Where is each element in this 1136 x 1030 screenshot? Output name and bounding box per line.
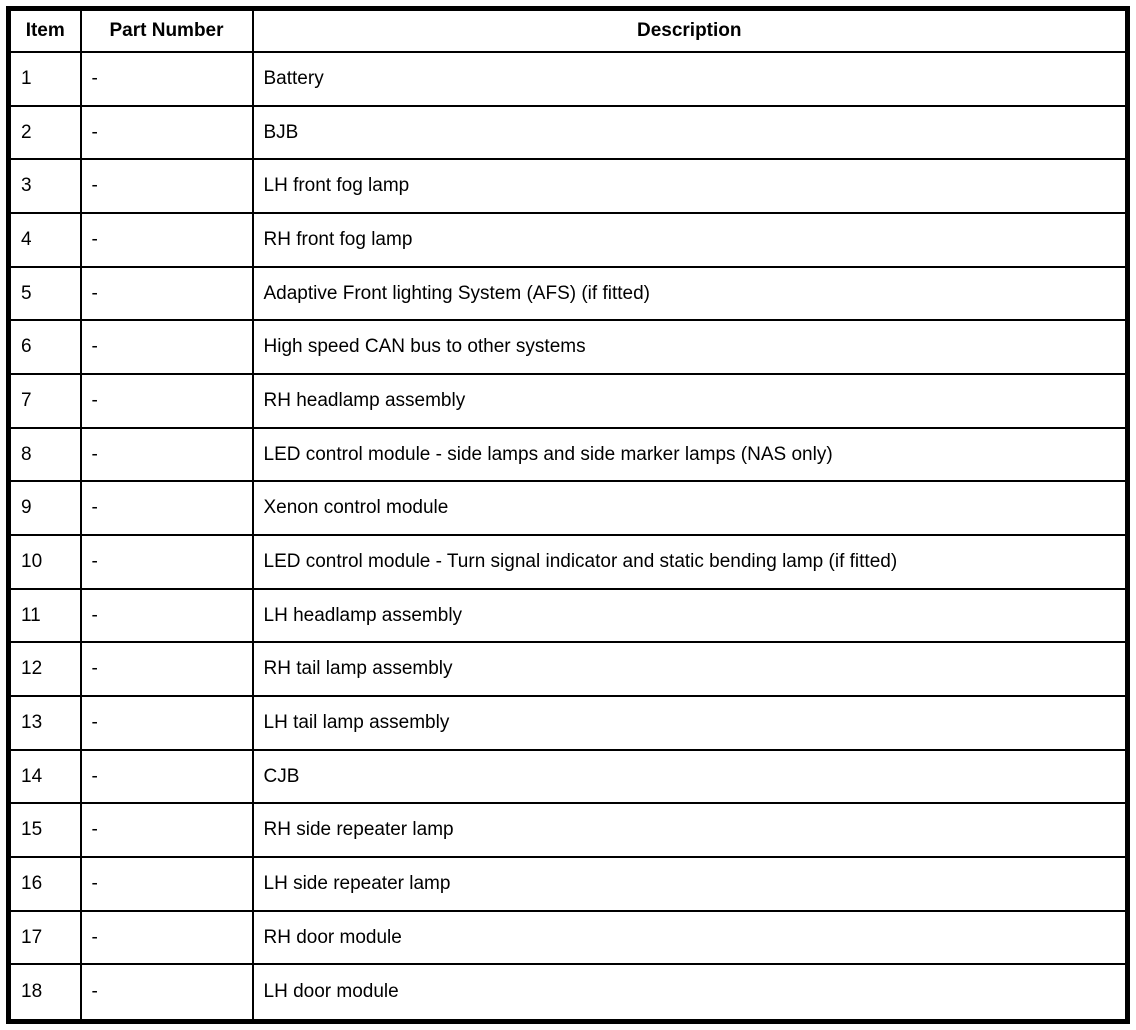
description-cell: Battery — [251, 51, 1129, 107]
item-cell: 5 — [7, 265, 82, 322]
table-row: 8 - LED control module - side lamps and … — [7, 426, 1129, 483]
column-header-description: Description — [251, 7, 1129, 53]
description-cell: RH door module — [251, 909, 1129, 966]
parts-table: Item Part Number Description 1 - Battery… — [6, 6, 1130, 1024]
description-cell: Xenon control module — [251, 480, 1129, 537]
description-cell: LH tail lamp assembly — [251, 695, 1129, 751]
description-cell: LED control module - side lamps and side… — [251, 426, 1129, 483]
item-cell: 3 — [7, 158, 82, 215]
table-row: 16 - LH side repeater lamp — [7, 856, 1129, 912]
description-cell: RH side repeater lamp — [251, 802, 1129, 859]
item-cell: 14 — [7, 748, 82, 805]
description-cell: RH tail lamp assembly — [251, 641, 1129, 698]
table-row: 10 - LED control module - Turn signal in… — [7, 534, 1129, 590]
description-cell: High speed CAN bus to other systems — [251, 319, 1129, 376]
part-number-cell: - — [79, 641, 254, 698]
description-cell: RH front fog lamp — [251, 212, 1129, 268]
description-cell: RH headlamp assembly — [251, 373, 1129, 429]
item-cell: 7 — [7, 373, 82, 429]
table-row: 9 - Xenon control module — [7, 480, 1129, 537]
item-cell: 8 — [7, 426, 82, 483]
item-cell: 9 — [7, 480, 82, 537]
table-row: 12 - RH tail lamp assembly — [7, 641, 1129, 698]
table-row: 4 - RH front fog lamp — [7, 212, 1129, 268]
header-row: Item Part Number Description — [7, 7, 1129, 53]
column-header-item: Item — [7, 7, 82, 53]
table-row: 13 - LH tail lamp assembly — [7, 695, 1129, 751]
part-number-cell: - — [79, 856, 254, 912]
column-header-part-number: Part Number — [79, 7, 254, 53]
item-cell: 12 — [7, 641, 82, 698]
part-number-cell: - — [79, 158, 254, 215]
item-cell: 18 — [7, 963, 82, 1023]
item-cell: 4 — [7, 212, 82, 268]
table-row: 1 - Battery — [7, 51, 1129, 107]
part-number-cell: - — [79, 319, 254, 376]
item-cell: 17 — [7, 909, 82, 966]
description-cell: LED control module - Turn signal indicat… — [251, 534, 1129, 590]
description-cell: CJB — [251, 748, 1129, 805]
part-number-cell: - — [79, 748, 254, 805]
table-row: 11 - LH headlamp assembly — [7, 587, 1129, 644]
description-cell: LH door module — [251, 963, 1129, 1023]
part-number-cell: - — [79, 104, 254, 161]
table-row: 3 - LH front fog lamp — [7, 158, 1129, 215]
part-number-cell: - — [79, 534, 254, 590]
part-number-cell: - — [79, 695, 254, 751]
part-number-cell: - — [79, 480, 254, 537]
description-cell: BJB — [251, 104, 1129, 161]
table-row: 18 - LH door module — [7, 963, 1129, 1023]
description-cell: LH side repeater lamp — [251, 856, 1129, 912]
part-number-cell: - — [79, 51, 254, 107]
part-number-cell: - — [79, 802, 254, 859]
item-cell: 1 — [7, 51, 82, 107]
item-cell: 10 — [7, 534, 82, 590]
table-row: 6 - High speed CAN bus to other systems — [7, 319, 1129, 376]
part-number-cell: - — [79, 963, 254, 1023]
part-number-cell: - — [79, 587, 254, 644]
table-row: 17 - RH door module — [7, 909, 1129, 966]
part-number-cell: - — [79, 373, 254, 429]
part-number-cell: - — [79, 265, 254, 322]
description-cell: LH headlamp assembly — [251, 587, 1129, 644]
part-number-cell: - — [79, 909, 254, 966]
part-number-cell: - — [79, 426, 254, 483]
table-body: 1 - Battery 2 - BJB 3 - LH front fog lam… — [7, 51, 1129, 1023]
description-cell: Adaptive Front lighting System (AFS) (if… — [251, 265, 1129, 322]
item-cell: 2 — [7, 104, 82, 161]
part-number-cell: - — [79, 212, 254, 268]
item-cell: 6 — [7, 319, 82, 376]
table-row: 7 - RH headlamp assembly — [7, 373, 1129, 429]
item-cell: 15 — [7, 802, 82, 859]
item-cell: 13 — [7, 695, 82, 751]
item-cell: 16 — [7, 856, 82, 912]
table-row: 15 - RH side repeater lamp — [7, 802, 1129, 859]
table-row: 2 - BJB — [7, 104, 1129, 161]
description-cell: LH front fog lamp — [251, 158, 1129, 215]
item-cell: 11 — [7, 587, 82, 644]
table-row: 14 - CJB — [7, 748, 1129, 805]
table-row: 5 - Adaptive Front lighting System (AFS)… — [7, 265, 1129, 322]
